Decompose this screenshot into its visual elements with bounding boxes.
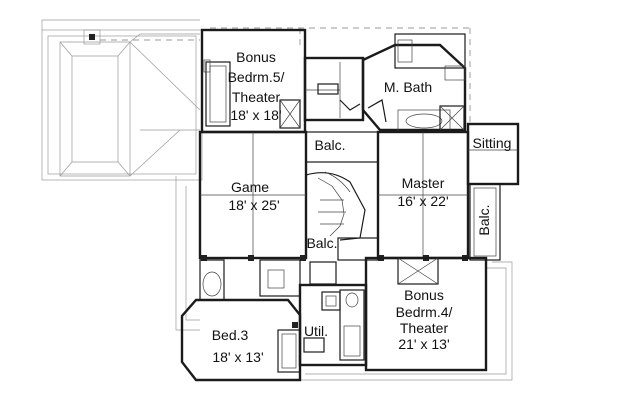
bonus4-line1: Bonus xyxy=(404,287,444,303)
mbath-label: M. Bath xyxy=(384,79,432,95)
bonus4-line3: Theater xyxy=(400,320,449,336)
master-line2: 16' x 22' xyxy=(397,193,448,209)
master-line1: Master xyxy=(402,175,445,191)
bed3-line2: 18' x 13' xyxy=(212,349,263,365)
bonus4-line2: Bedrm.4/ xyxy=(396,304,453,320)
room-sitting xyxy=(466,122,520,186)
balc-mid-label: Balc. xyxy=(306,235,337,251)
bonus5-line4: 18' x 18' xyxy=(230,107,281,123)
bed3-line1: Bed.3 xyxy=(212,327,249,343)
bonus5-line3: Theater xyxy=(232,89,281,105)
upper-closets xyxy=(303,56,365,122)
balc-top-label: Balc. xyxy=(314,137,345,153)
roof-outline xyxy=(41,19,203,331)
game-line2: 18' x 25' xyxy=(228,197,279,213)
bonus5-line1: Bonus xyxy=(236,49,276,65)
roof-outline-right xyxy=(300,261,513,381)
balc-right-label: Balc. xyxy=(476,204,492,235)
bonus4-line4: 21' x 13' xyxy=(398,336,449,352)
overhang-lines xyxy=(100,27,471,124)
room-game xyxy=(198,130,308,261)
sitting-label: Sitting xyxy=(473,135,512,151)
util-label: Util. xyxy=(304,323,328,339)
game-line1: Game xyxy=(231,179,269,195)
room-bed-3 xyxy=(180,298,302,382)
bonus5-line2: Bedrm.5/ xyxy=(228,69,285,85)
stair-hall xyxy=(305,131,379,261)
room-labels: Bonus Bedrm.5/ Theater 18' x 18' M. Bath… xyxy=(212,49,512,365)
